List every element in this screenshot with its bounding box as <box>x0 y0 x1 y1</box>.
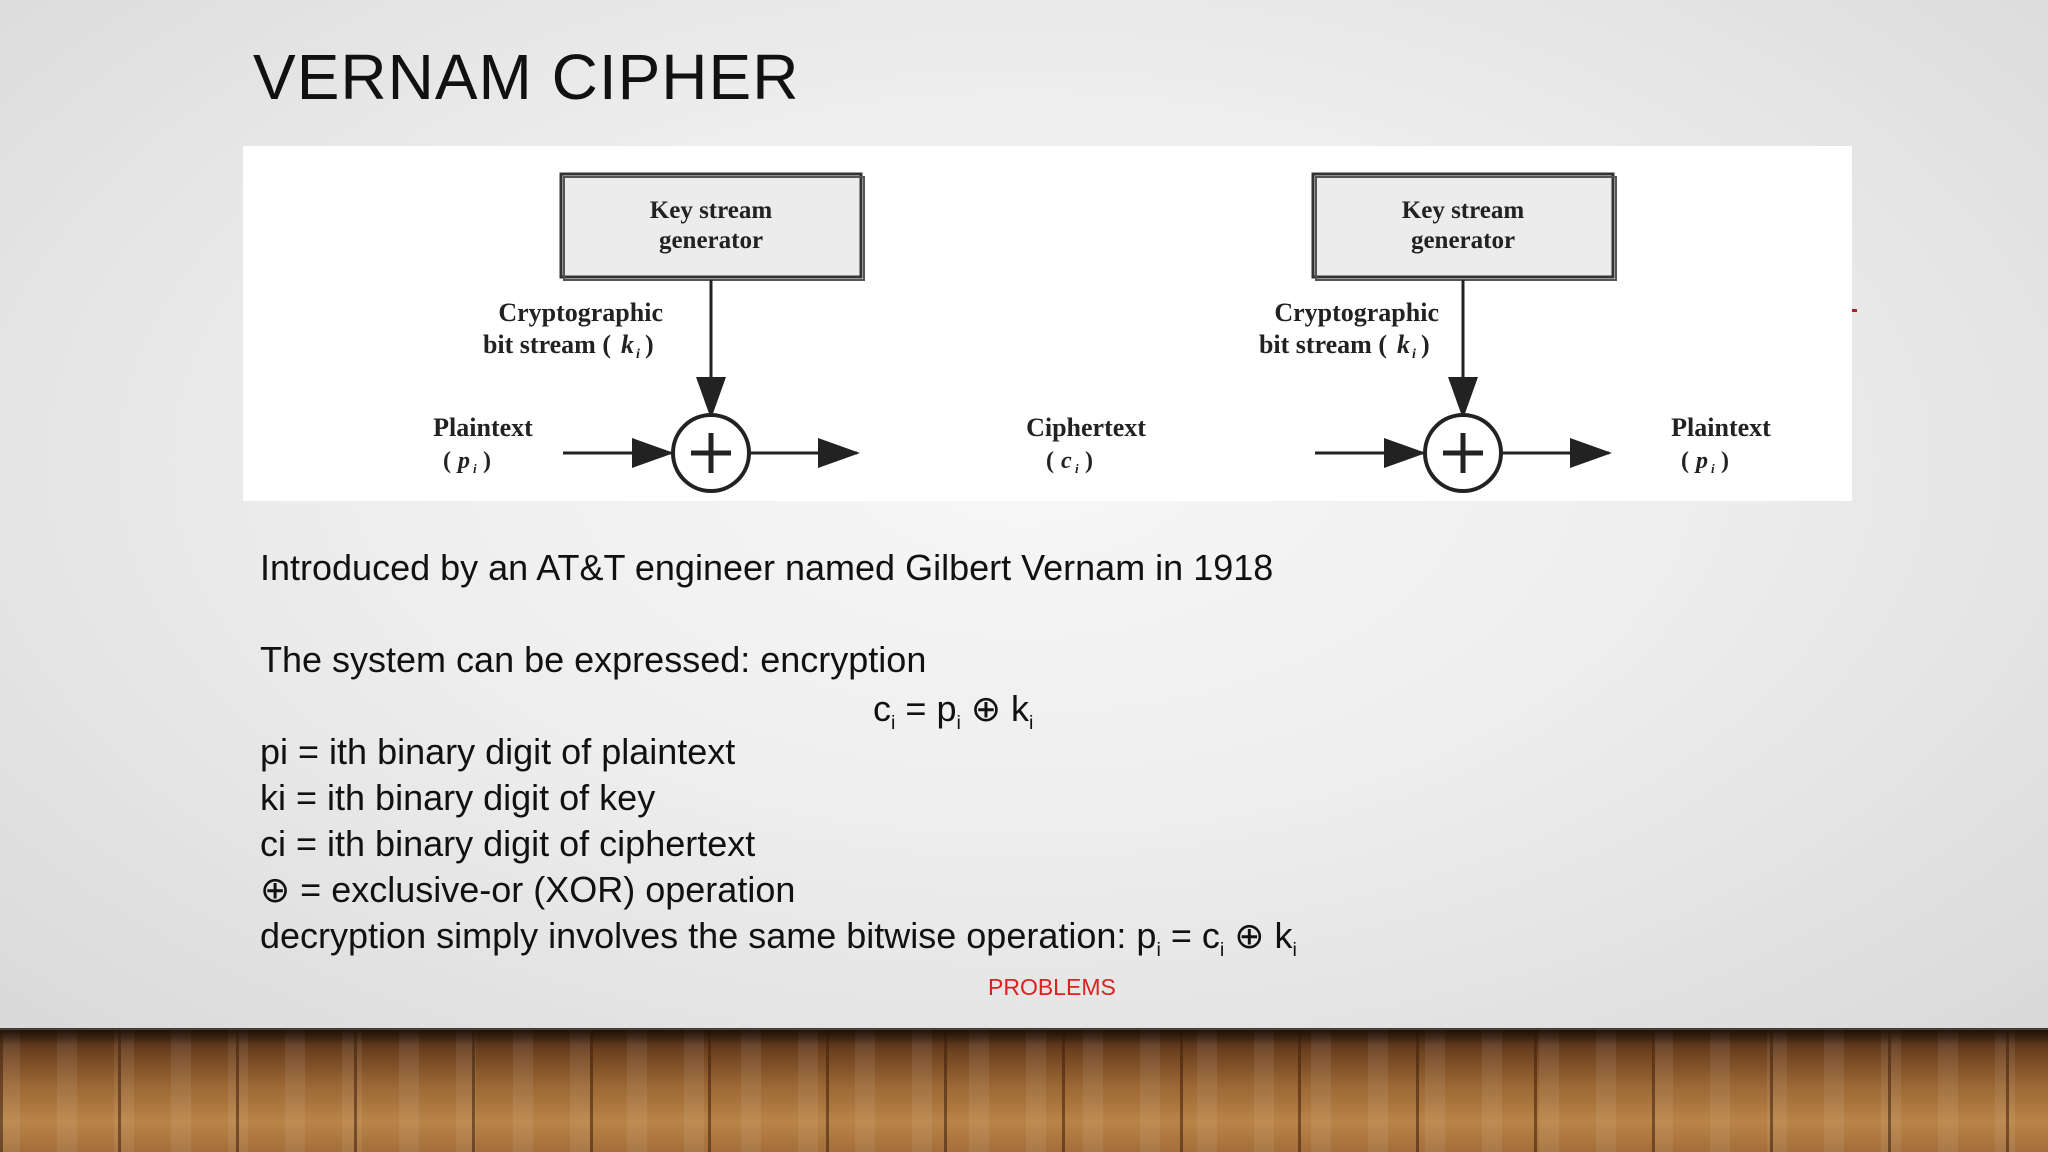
slide-title: VERNAM CIPHER <box>253 41 800 113</box>
encrypt-keystream-box <box>559 172 863 279</box>
xor-definition: ⊕ = exclusive-or (XOR) operation <box>260 869 796 910</box>
system-line: The system can be expressed: encryption <box>260 639 927 680</box>
decrypt-stream-line1: Cryptographic <box>1274 298 1439 327</box>
decryption-line: decryption simply involves the same bitw… <box>260 915 1297 962</box>
decrypt-box-line2: generator <box>1411 227 1515 254</box>
encrypt-stream-line2: bit stream ( <box>483 330 611 359</box>
decrypt-box-line1: Key stream <box>1402 197 1525 224</box>
decrypt-input-sub: i <box>1075 461 1079 476</box>
ki-definition: ki = ith binary digit of key <box>260 777 656 818</box>
intro-line: Introduced by an AT&T engineer named Gil… <box>260 547 1274 588</box>
vernam-diagram: Key stream generator Cryptographic bit s… <box>243 146 1852 501</box>
encrypt-stream-line1: Cryptographic <box>498 298 663 327</box>
decrypt-stream-var: k <box>1397 330 1410 359</box>
dec-k: k <box>1274 915 1293 956</box>
encrypt-stream-var: k <box>621 330 634 359</box>
decrypt-input-label: Ciphertext <box>1026 413 1146 442</box>
formula-k: k <box>1011 688 1030 729</box>
decrypt-diagram: Key stream generator Cryptographic bit s… <box>1026 172 1771 493</box>
decrypt-output-open: ( <box>1681 448 1689 474</box>
red-mark <box>1852 309 1857 312</box>
decrypt-keystream-box <box>1311 172 1615 279</box>
formula-xor: ⊕ <box>960 688 1012 729</box>
decrypt-output-label: Plaintext <box>1671 413 1771 442</box>
dec-p-sub: i <box>1156 939 1161 962</box>
dec-c-sub: i <box>1219 939 1225 962</box>
problems-link[interactable]: PROBLEMS <box>988 974 1116 1000</box>
wood-floor-decoration <box>0 1030 2048 1152</box>
encrypt-input-close: ) <box>483 448 491 474</box>
dec-c: c <box>1201 915 1220 956</box>
encrypt-stream-close: ) <box>645 330 654 359</box>
decrypt-stream-close: ) <box>1421 330 1430 359</box>
decrypt-stream-sub: i <box>1412 347 1416 362</box>
decrypt-output-close: ) <box>1721 448 1729 474</box>
vernam-diagram-svg: Key stream generator Cryptographic bit s… <box>433 172 1771 493</box>
encrypt-input-label: Plaintext <box>433 413 533 442</box>
dec-xor: ⊕ <box>1224 915 1275 956</box>
dec-k-sub: i <box>1292 939 1297 962</box>
encrypt-box-line1: Key stream <box>650 197 773 224</box>
formula-c-sub: i <box>891 712 896 735</box>
pi-definition: pi = ith binary digit of plaintext <box>260 731 736 772</box>
decrypt-output-sub: i <box>1711 461 1715 476</box>
encrypt-box-line2: generator <box>659 227 763 254</box>
decrypt-output-var: p <box>1694 448 1708 474</box>
encrypt-input-open: ( <box>443 448 451 474</box>
ci-definition: ci = ith binary digit of ciphertext <box>260 823 756 864</box>
formula-p: p <box>936 688 957 729</box>
dec-eq: = <box>1160 915 1202 956</box>
encrypt-input-var: p <box>456 448 470 474</box>
formula-p-sub: i <box>956 712 961 735</box>
floor-shadow <box>0 1028 2048 1044</box>
formula-c: c <box>873 688 891 729</box>
formula-eq: = <box>895 688 937 729</box>
dec-p: p <box>1136 915 1157 956</box>
decrypt-input-open: ( <box>1046 448 1054 474</box>
decrypt-input-var: c <box>1061 448 1072 474</box>
decrypt-input-close: ) <box>1085 448 1093 474</box>
encrypt-diagram: Key stream generator Cryptographic bit s… <box>433 172 865 493</box>
decrypt-stream-line2: bit stream ( <box>1259 330 1387 359</box>
decryption-prefix: decryption simply involves the same bitw… <box>260 915 1137 956</box>
encrypt-stream-sub: i <box>636 347 640 362</box>
encrypt-input-sub: i <box>473 461 477 476</box>
formula-k-sub: i <box>1029 712 1034 735</box>
encryption-formula: ci = pi ⊕ ki <box>873 688 1033 735</box>
